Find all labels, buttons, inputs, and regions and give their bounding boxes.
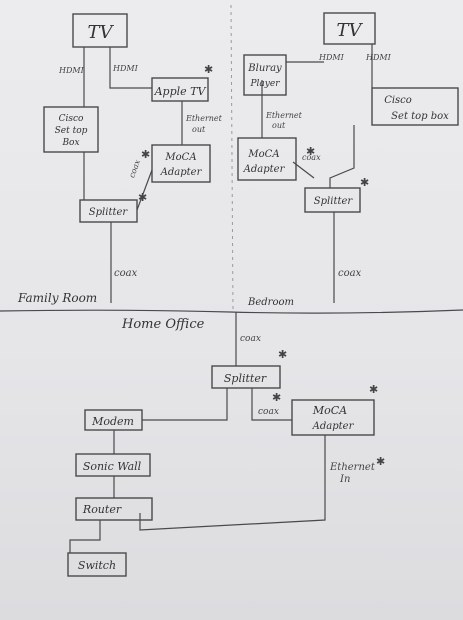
coax-label-family-moca: coax [127,158,142,179]
star-icon: ✱ [376,455,385,468]
horizontal-divider [0,309,463,314]
bluray-player: Bluray Player [243,54,287,96]
cisco-label-3: Box [61,138,79,148]
ethernet-out-label-family-2: out [192,125,206,134]
coax-label-bedroom-moca: coax [302,153,321,162]
family-room-label: Family Room [17,291,97,305]
coax-label-family: coax [114,268,138,279]
ethernet-in-label-1: Ethernet [329,462,376,473]
splitter-office-label: Splitter [224,372,267,385]
hdmi-label-bedroom-2: HDMI [365,53,392,62]
coax-label-bedroom: coax [338,268,362,279]
bluray-label-2: Player [249,79,280,89]
ethernet-out-label-bedroom-1: Ethernet [265,111,303,120]
splitter-bedroom: Splitter [304,187,361,213]
splitter-family: Splitter [79,199,138,223]
cisco-bedroom-label-2: Set top box [391,111,449,122]
tv-bedroom: TV [323,12,376,45]
switch: Switch [67,552,127,577]
vertical-divider [230,4,234,313]
ethernet-out-label-bedroom-2: out [272,121,286,130]
family-room-wires [83,47,183,303]
star-icon: ✱ [369,383,378,396]
ethernet-in-label-2: In [339,474,350,485]
moca-bedroom-label-1: MoCA [247,149,279,160]
apple-tv: Apple TV [151,77,209,102]
star-icon: ✱ [204,63,213,76]
splitter-bedroom-label: Splitter [314,196,354,207]
hdmi-label-family-1: HDMI [58,66,85,75]
moca-office-label-1: MoCA [312,404,347,417]
hdmi-label-family-2: HDMI [112,64,139,73]
tv-label-bedroom: TV [336,20,363,41]
moca-label-1: MoCA [164,152,196,163]
moca-adapter-family: MoCA Adapter [151,144,211,183]
hdmi-label-bedroom-1: HDMI [318,53,345,62]
ethernet-out-label-family-1: Ethernet [185,114,223,123]
apple-tv-label: Apple TV [154,85,207,98]
router: Router [75,497,153,521]
star-icon: ✱ [138,191,147,204]
cisco-set-top-box-family: Cisco Set top Box [43,106,99,153]
bedroom-label: Bedroom [247,297,294,308]
moca-label-2: Adapter [160,167,203,178]
sonicwall: Sonic Wall [75,453,151,477]
tv-family-room: TV [72,13,128,48]
coax-label-office-incoming: coax [240,334,261,344]
office-wires [69,312,326,553]
cisco-bedroom-label-1: Cisco [384,95,412,106]
cisco-set-top-box-bedroom: Cisco Set top box [371,87,459,126]
splitter-office: Splitter [211,365,281,389]
star-icon: ✱ [278,348,287,361]
star-icon: ✱ [360,176,369,189]
router-label: Router [82,503,122,516]
moca-bedroom-label-2: Adapter [243,164,286,175]
modem: Modem [84,409,143,431]
moca-adapter-bedroom: MoCA Adapter [237,137,297,181]
cisco-label-1: Cisco [59,114,84,124]
tv-label: TV [87,22,114,43]
moca-office-label-2: Adapter [312,421,355,432]
star-icon: ✱ [306,145,315,158]
switch-label: Switch [78,559,116,572]
asterisk-marks: ✱ ✱ ✱ ✱ ✱ ✱ ✱ ✱ ✱ [138,63,385,468]
star-icon: ✱ [141,148,150,161]
sonicwall-label: Sonic Wall [83,460,142,473]
home-office-label: Home Office [121,317,205,332]
star-icon: ✱ [272,391,281,404]
coax-label-office-moca: coax [258,407,279,417]
bluray-label-1: Bluray [247,63,282,74]
modem-label: Modem [91,415,134,428]
cisco-label-2: Set top [55,126,88,136]
moca-adapter-office: MoCA Adapter [291,399,375,436]
splitter-label: Splitter [89,207,129,218]
